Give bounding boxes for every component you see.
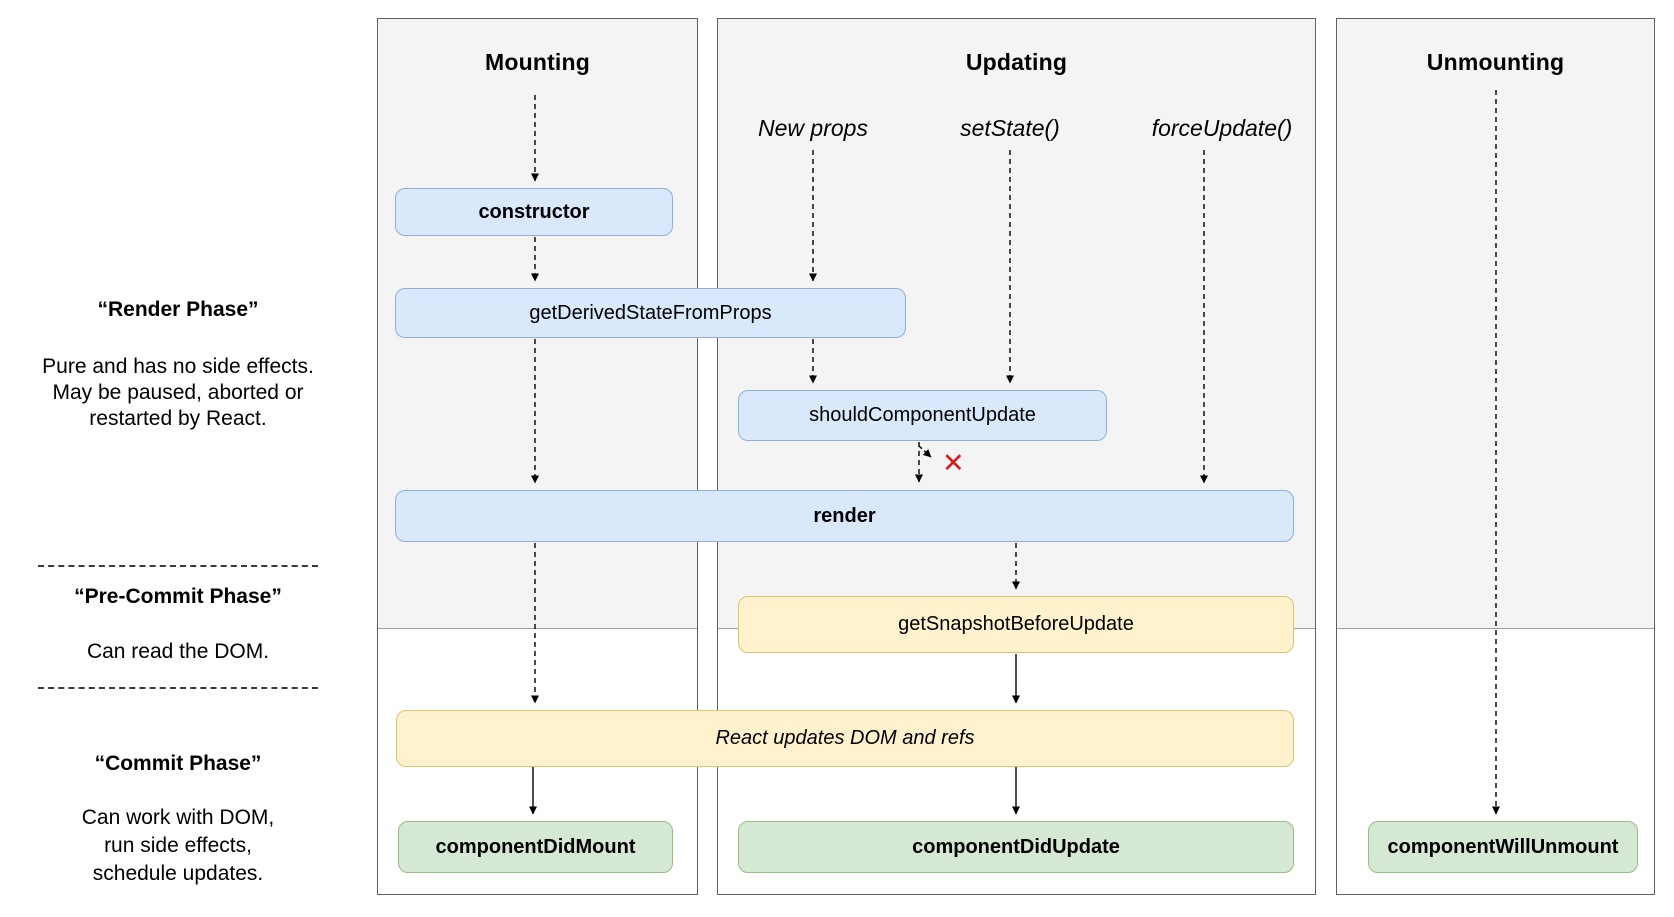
- dashed-divider: [38, 565, 318, 567]
- commit-phase-line: run side effects,: [104, 834, 252, 857]
- column-title-mounting: Mounting: [484, 49, 591, 75]
- pre-commit-phase-heading: “Pre-Commit Phase”: [74, 585, 282, 608]
- trigger-force-update: forceUpdate(): [1151, 115, 1293, 141]
- column-title-unmounting: Unmounting: [1426, 49, 1565, 75]
- render-phase-description: Pure and has no side effects. May be pau…: [28, 354, 328, 432]
- pre-commit-phase-description: Can read the DOM.: [86, 640, 270, 663]
- render-phase-line: Pure and has no side effects.: [42, 355, 314, 378]
- column-title-updating: Updating: [965, 49, 1068, 75]
- render-phase-line: restarted by React.: [89, 407, 267, 430]
- lifecycle-method-component-did-update[interactable]: componentDidUpdate: [738, 821, 1294, 873]
- lifecycle-method-get-snapshot-before-update[interactable]: getSnapshotBeforeUpdate: [738, 596, 1294, 653]
- render-phase-background: [1337, 19, 1654, 629]
- column-unmounting: Unmounting: [1336, 18, 1655, 895]
- react-updates-dom-and-refs-step: React updates DOM and refs: [396, 710, 1294, 767]
- lifecycle-method-component-did-mount[interactable]: componentDidMount: [398, 821, 673, 873]
- lifecycle-method-should-component-update[interactable]: shouldComponentUpdate: [738, 390, 1107, 441]
- abort-cross-icon: ✕: [942, 448, 965, 478]
- commit-phase-line: schedule updates.: [92, 862, 264, 885]
- lifecycle-method-get-derived-state-from-props[interactable]: getDerivedStateFromProps: [395, 288, 906, 338]
- commit-phase-description: Can work with DOM, run side effects, sch…: [28, 804, 328, 888]
- commit-phase-line: Can work with DOM,: [81, 806, 275, 829]
- trigger-new-props: New props: [758, 115, 868, 141]
- dashed-divider: [38, 687, 318, 689]
- trigger-set-state: setState(): [960, 115, 1060, 141]
- lifecycle-method-render[interactable]: render: [395, 490, 1294, 542]
- render-phase-line: May be paused, aborted or: [52, 381, 304, 404]
- lifecycle-method-constructor[interactable]: constructor: [395, 188, 673, 236]
- render-phase-heading: “Render Phase”: [97, 298, 259, 321]
- commit-phase-heading: “Commit Phase”: [94, 752, 262, 775]
- lifecycle-method-component-will-unmount[interactable]: componentWillUnmount: [1368, 821, 1638, 873]
